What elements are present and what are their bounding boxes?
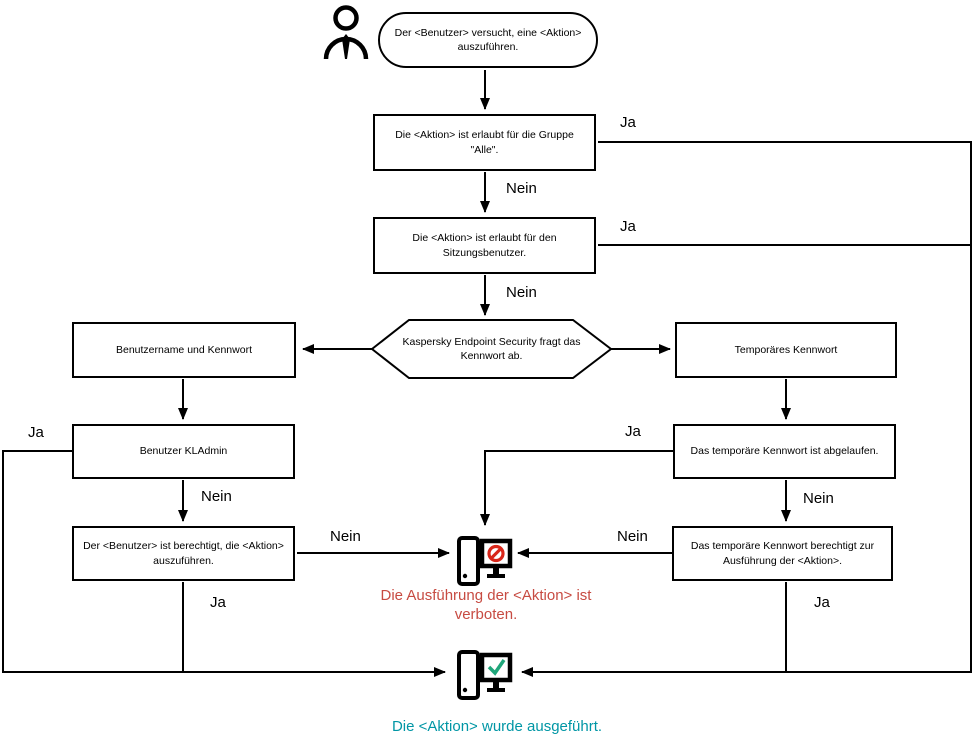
- hexagon-password-prompt: [370, 319, 613, 379]
- label-nein-temp-auth: Nein: [617, 528, 648, 545]
- label-ja-user-auth: Ja: [210, 594, 226, 611]
- user-icon: [323, 5, 369, 60]
- label-ja-session: Ja: [620, 218, 636, 235]
- forbidden-result-text: Die Ausführung der <Aktion> ist verboten…: [380, 587, 592, 623]
- edge-group-ja-right: [521, 141, 972, 677]
- node-temp-authorizes: Das temporäre Kennwort berechtigt zur Au…: [672, 526, 893, 581]
- label-ja-kladmin: Ja: [28, 424, 44, 441]
- node-temp-expired: Das temporäre Kennwort ist abgelaufen.: [673, 424, 896, 479]
- node-user-authorized: Der <Benutzer> ist berechtigt, die <Akti…: [72, 526, 295, 581]
- label-nein-group: Nein: [506, 180, 537, 197]
- edge-expired-ja-to-forbidden: [480, 450, 673, 526]
- edge-kladmin-ja-left: [2, 450, 446, 677]
- node-start: Der <Benutzer> versucht, eine <Aktion> a…: [378, 12, 598, 68]
- node-session-user: Die <Aktion> ist erlaubt für den Sitzung…: [373, 217, 596, 274]
- node-kladmin: Benutzer KLAdmin: [72, 424, 295, 479]
- label-nein-temp-expired: Nein: [803, 490, 834, 507]
- node-group-alle: Die <Aktion> ist erlaubt für die Gruppe …: [373, 114, 596, 171]
- label-nein-user-auth: Nein: [330, 528, 361, 545]
- label-ja-temp-expired: Ja: [625, 423, 641, 440]
- node-temp-password: Temporäres Kennwort: [675, 322, 897, 378]
- label-nein-session: Nein: [506, 284, 537, 301]
- label-ja-temp-auth: Ja: [814, 594, 830, 611]
- computer-blocked-icon: [457, 536, 513, 586]
- label-nein-kladmin: Nein: [201, 488, 232, 505]
- node-password-prompt: Kaspersky Endpoint Security fragt das Ke…: [402, 335, 581, 362]
- computer-success-icon: [457, 650, 513, 700]
- executed-result-text: Die <Aktion> wurde ausgeführt.: [391, 718, 603, 735]
- node-username-password: Benutzername und Kennwort: [72, 322, 296, 378]
- label-ja-group: Ja: [620, 114, 636, 131]
